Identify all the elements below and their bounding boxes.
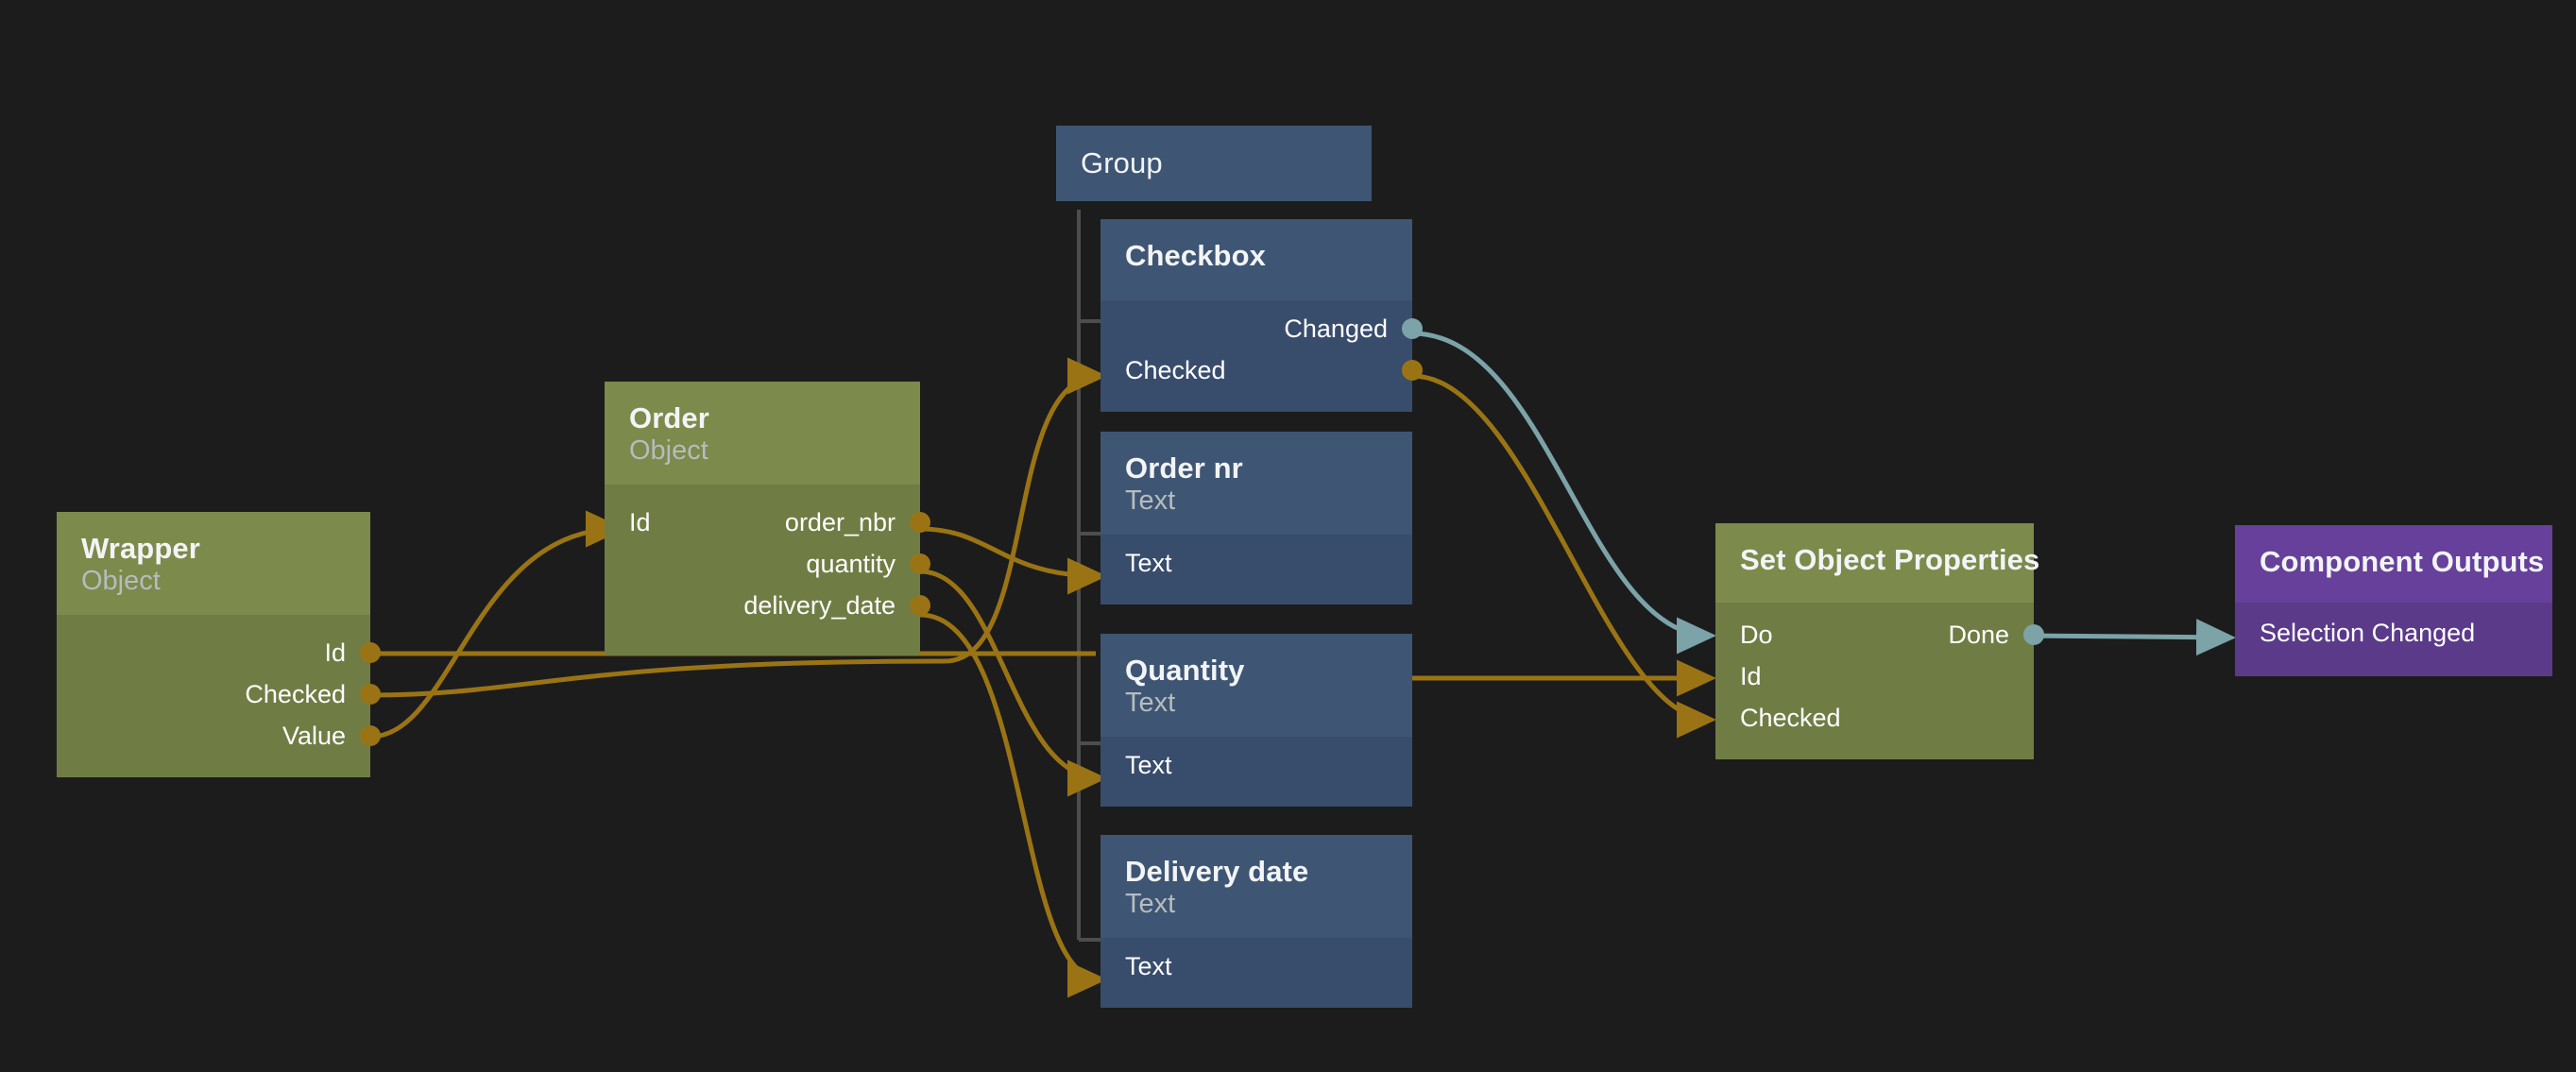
node-wrapper-body: Id Checked Value: [57, 615, 381, 778]
node-order-nr[interactable]: Order nr Text Text: [1100, 432, 1412, 605]
port-dot-icon[interactable]: [1402, 318, 1423, 339]
node-checkbox-header: Checkbox: [1100, 219, 1412, 300]
port-dot-icon[interactable]: [360, 642, 381, 664]
port-dot-icon[interactable]: [2023, 624, 2044, 645]
node-delivery-date-subtitle: Text: [1125, 888, 1176, 919]
wire-order-nbr-to-ordernr-text: [919, 526, 1107, 595]
port-label-text: Text: [1125, 548, 1172, 577]
wire-order-quantity-to-quantity-text: [919, 569, 1107, 797]
node-quantity-title: Quantity: [1125, 654, 1245, 687]
node-component-outputs[interactable]: Component Outputs Selection Changed: [2235, 525, 2552, 676]
node-wrapper-header: Wrapper Object: [57, 512, 370, 616]
port-label-delivery-date: delivery_date: [743, 590, 896, 620]
port-dot-icon[interactable]: [910, 512, 930, 534]
node-wrapper-title: Wrapper: [81, 532, 200, 565]
node-order-nr-body: Text: [1100, 535, 1412, 605]
node-wrapper-subtitle: Object: [81, 565, 161, 596]
port-wrapper-out-checked[interactable]: Checked: [57, 673, 381, 715]
port-sop-do-done[interactable]: Do Done: [1715, 614, 2044, 655]
port-label-checked: Checked: [245, 679, 346, 708]
node-order[interactable]: Order Object Id order_nbr quantity deliv…: [605, 382, 930, 655]
port-order-out-quantity[interactable]: quantity: [605, 543, 930, 585]
port-label-changed: Changed: [1284, 314, 1388, 343]
port-dot-icon[interactable]: [360, 684, 381, 706]
node-set-object-properties-body: Do Done Id Checked: [1715, 603, 2044, 759]
node-order-nr-header: Order nr Text: [1100, 432, 1412, 536]
node-wrapper[interactable]: Wrapper Object Id Checked Value: [57, 512, 381, 778]
port-co-in-selection-changed[interactable]: Selection Changed: [2235, 612, 2552, 654]
node-delivery-date[interactable]: Delivery date Text Text: [1100, 835, 1412, 1009]
port-sop-in-id[interactable]: Id: [1715, 655, 2034, 697]
node-order-subtitle: Object: [629, 434, 708, 466]
port-wrapper-out-value[interactable]: Value: [57, 715, 381, 757]
group-bracket: [1077, 210, 1100, 942]
port-label-value: Value: [281, 721, 346, 750]
node-order-body: Id order_nbr quantity delivery_date: [605, 485, 930, 655]
port-order-nr-in-text[interactable]: Text: [1100, 542, 1412, 584]
port-label-selection-changed: Selection Changed: [2260, 618, 2476, 647]
wire-checkbox-changed-to-sop-do: [1411, 331, 1716, 655]
node-checkbox-body: Changed Checked: [1100, 300, 1423, 412]
node-component-outputs-title: Component Outputs: [2260, 545, 2545, 578]
node-set-object-properties[interactable]: Set Object Properties Do Done Id Checked: [1715, 523, 2044, 759]
port-dot-icon[interactable]: [910, 553, 930, 575]
port-order-out-order-nbr[interactable]: order_nbr: [605, 502, 930, 543]
node-checkbox-title: Checkbox: [1125, 239, 1266, 272]
port-label-text: Text: [1125, 951, 1172, 980]
node-component-outputs-header: Component Outputs: [2235, 525, 2552, 603]
port-label-checked: Checked: [1740, 703, 1841, 732]
node-order-header: Order Object: [605, 382, 920, 485]
port-checkbox-out-changed[interactable]: Changed: [1100, 308, 1423, 349]
node-quantity-subtitle: Text: [1125, 687, 1176, 718]
port-dot-icon[interactable]: [360, 725, 381, 747]
node-set-object-properties-header: Set Object Properties: [1715, 523, 2040, 603]
port-label-quantity: quantity: [806, 549, 896, 578]
wire-sop-done-to-co-selection-changed: [2032, 619, 2236, 656]
port-quantity-in-text[interactable]: Text: [1100, 744, 1412, 786]
node-order-title: Order: [629, 401, 709, 434]
wire-checkbox-out-to-sop-checked: [1411, 373, 1716, 739]
node-quantity[interactable]: Quantity Text Text: [1100, 634, 1412, 808]
port-label-done: Done: [1948, 620, 2009, 649]
node-order-nr-subtitle: Text: [1125, 485, 1176, 516]
node-delivery-date-header: Delivery date Text: [1100, 835, 1412, 939]
port-dot-icon[interactable]: [910, 595, 930, 617]
port-wrapper-out-id[interactable]: Id: [57, 632, 381, 673]
port-label-id: Id: [1740, 661, 1762, 690]
node-delivery-date-body: Text: [1100, 938, 1412, 1009]
port-sop-in-checked[interactable]: Checked: [1715, 697, 2034, 739]
group-label: Group: [1081, 145, 1163, 179]
port-label-text: Text: [1125, 750, 1172, 779]
node-quantity-body: Text: [1100, 737, 1412, 808]
port-label-do: Do: [1740, 620, 1773, 649]
node-set-object-properties-title: Set Object Properties: [1740, 543, 2040, 576]
group-header-bar[interactable]: Group: [1056, 126, 1372, 201]
wire-wrapper-value-to-order-id: [369, 510, 625, 740]
wire-order-delivery-to-delivery-text: [919, 612, 1107, 998]
node-order-nr-title: Order nr: [1125, 451, 1243, 485]
port-label-checked: Checked: [1125, 355, 1226, 384]
node-delivery-date-title: Delivery date: [1125, 855, 1309, 888]
port-checkbox-in-checked[interactable]: Checked: [1100, 349, 1423, 391]
node-component-outputs-body: Selection Changed: [2235, 603, 2552, 676]
port-label-id: Id: [324, 638, 346, 667]
node-quantity-header: Quantity Text: [1100, 634, 1412, 738]
port-delivery-date-in-text[interactable]: Text: [1100, 945, 1412, 987]
port-label-order-nbr: order_nbr: [784, 507, 896, 536]
port-dot-icon[interactable]: [1402, 360, 1423, 381]
node-checkbox[interactable]: Checkbox Changed Checked: [1100, 219, 1423, 412]
port-order-out-delivery-date[interactable]: delivery_date: [605, 585, 930, 626]
